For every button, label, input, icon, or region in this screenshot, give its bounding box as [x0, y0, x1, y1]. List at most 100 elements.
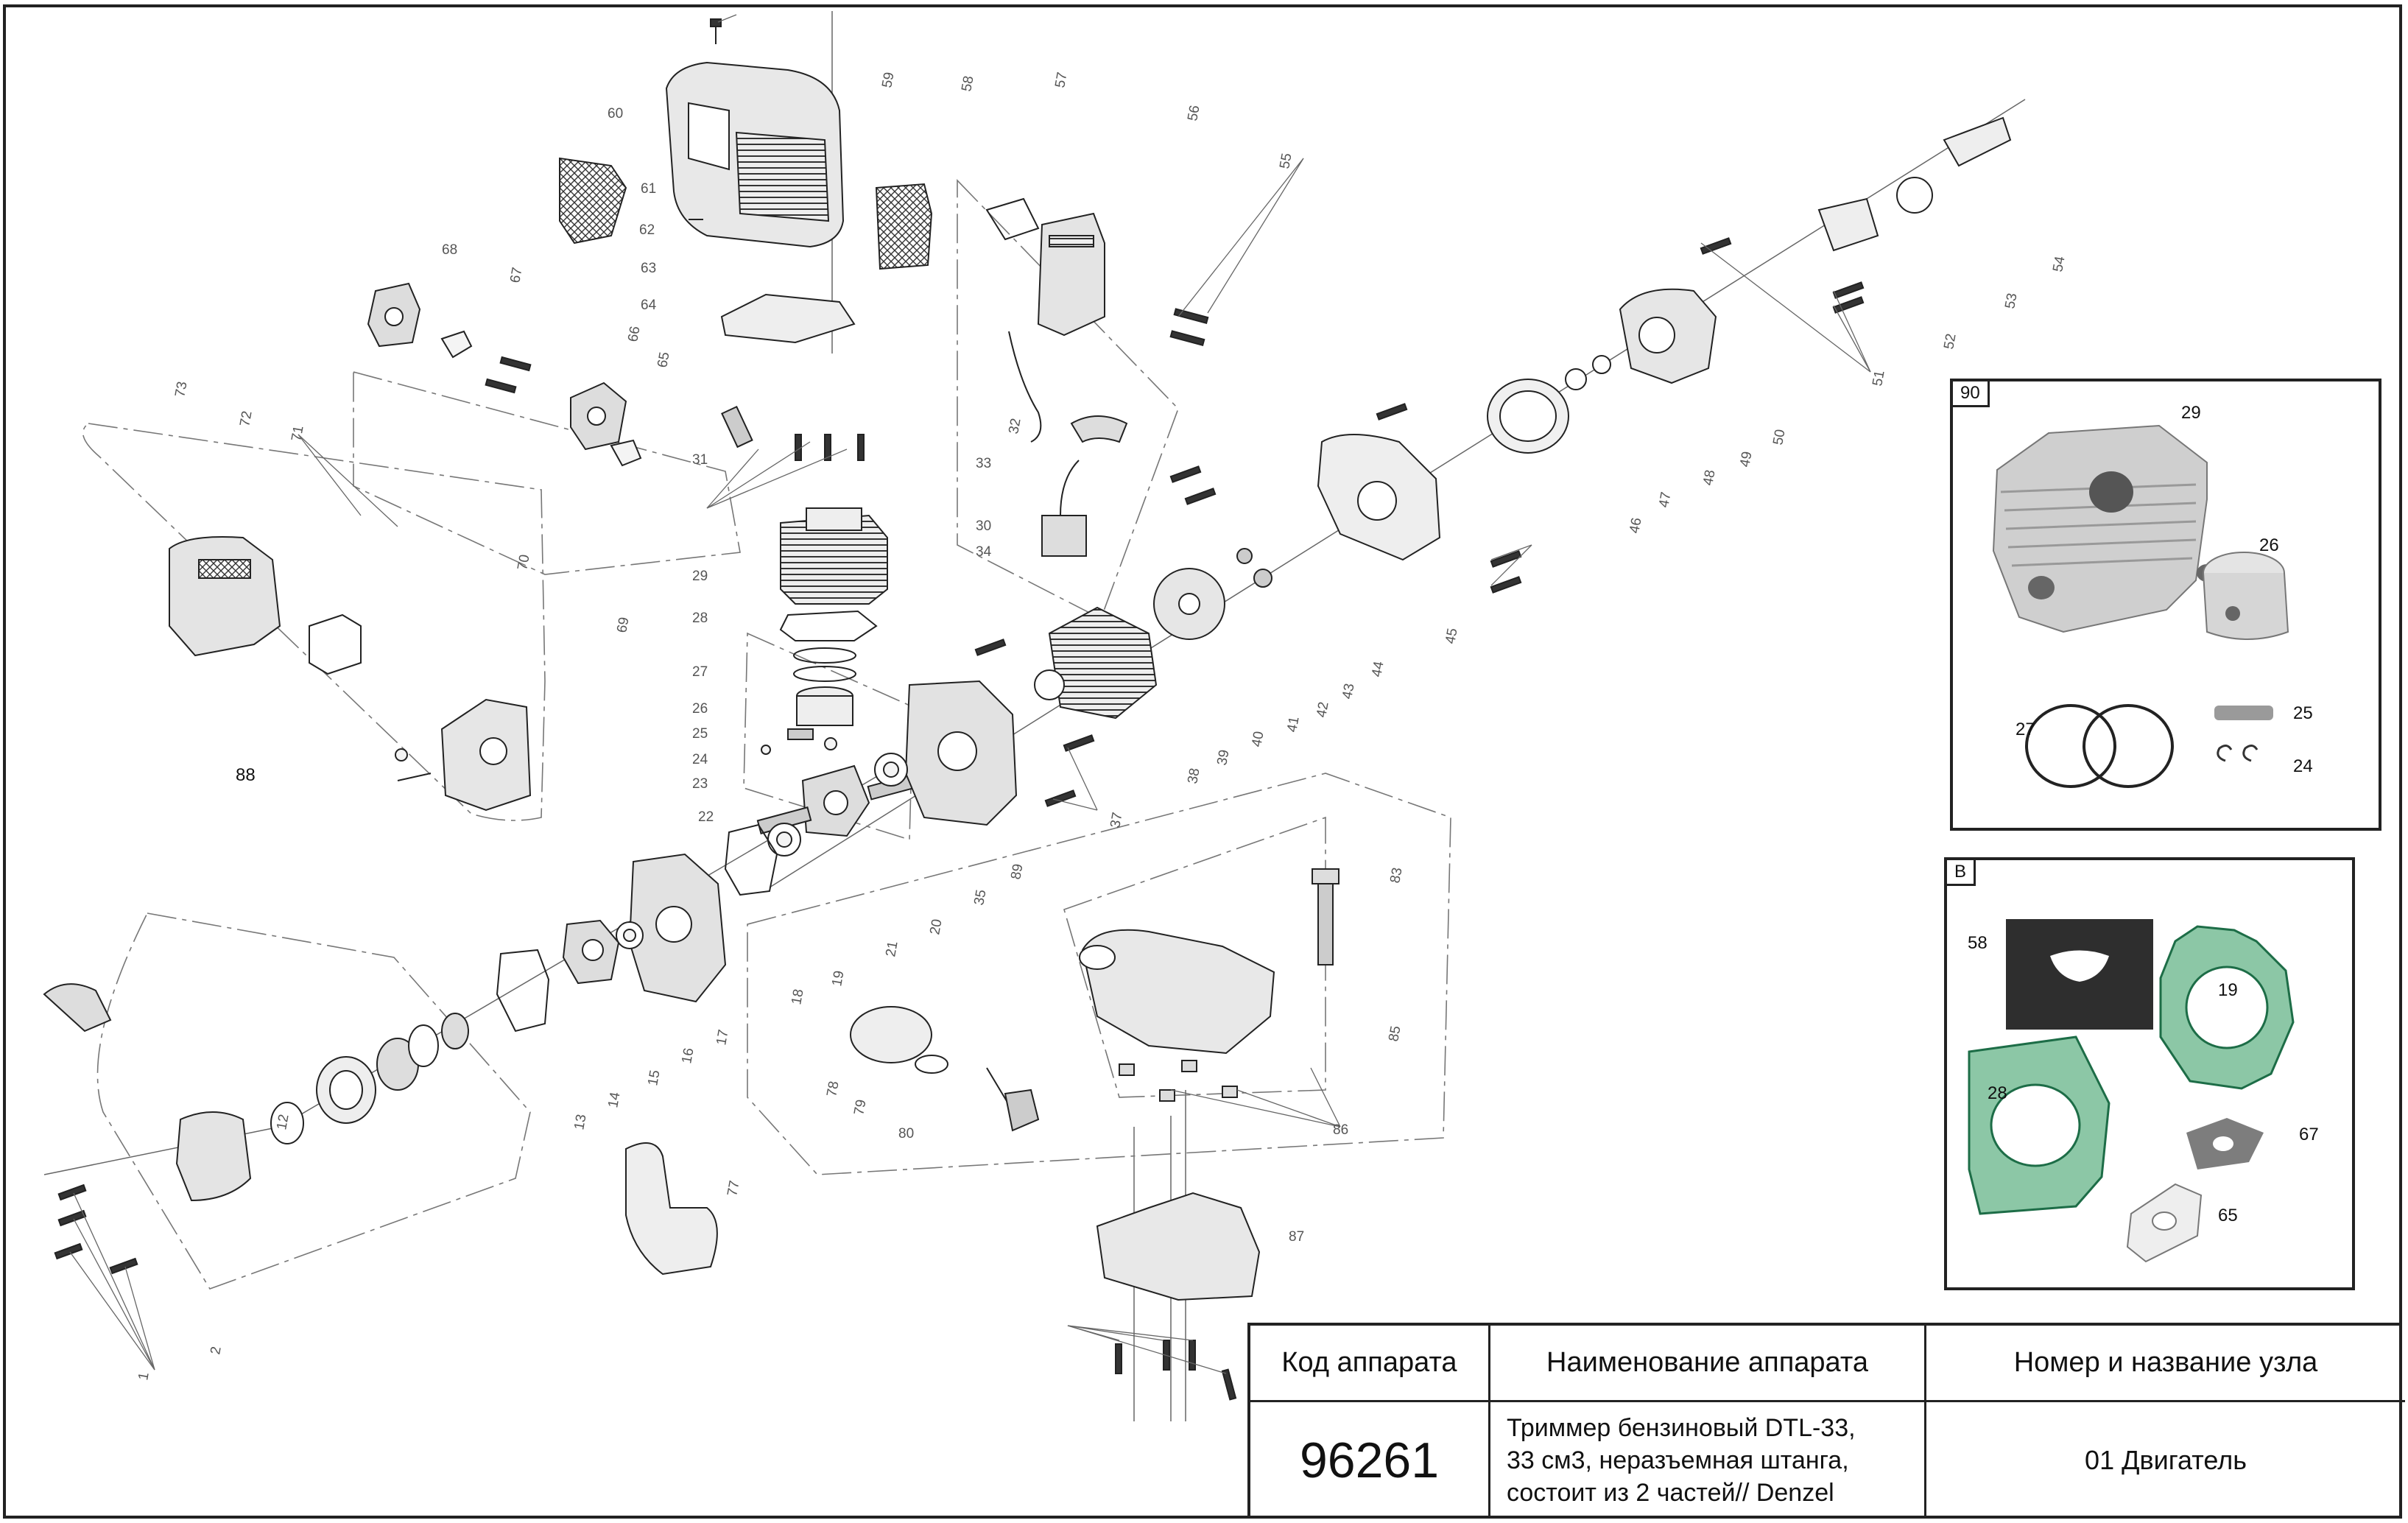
drawing-frame [3, 4, 2402, 1519]
kit-90-label: 26 [2259, 535, 2279, 555]
callout-label: 24 [692, 752, 708, 767]
callout-label: 1 [135, 1371, 152, 1382]
callout-label: 69 [614, 616, 632, 633]
callout-label: 53 [2002, 292, 2020, 309]
callout-label: 45 [1443, 627, 1460, 644]
callout-labels: 1 2 12 13 14 15 16 17 18 19 20 21 22 23 … [135, 71, 2068, 1381]
kit-90-image: 29 26 27 25 24 [1992, 403, 2313, 788]
callout-label: 55 [1277, 152, 1295, 169]
callout-label: 14 [605, 1091, 623, 1109]
callout-label: 63 [641, 261, 656, 276]
node-name: 01 Двигатель [2085, 1445, 2247, 1475]
callout-label: 46 [1627, 516, 1644, 534]
callout-label: 41 [1284, 715, 1302, 733]
callout-label: 49 [1737, 450, 1755, 468]
kit-b-panel: В 58 19 28 67 65 [1944, 857, 2355, 1290]
group-outlines [82, 179, 1451, 1290]
callout-label: 52 [1941, 332, 1959, 350]
callout-label: 87 [1289, 1229, 1304, 1245]
callout-label: 78 [824, 1080, 842, 1097]
callout-label: 50 [1770, 428, 1788, 446]
callout-label: 12 [274, 1113, 292, 1130]
kit-b-image: 58 19 28 67 65 [1968, 919, 2319, 1263]
callout-label: 31 [692, 452, 708, 468]
callout-label: 29 [692, 569, 708, 584]
callout-label: 86 [1333, 1122, 1348, 1138]
callout-label: 16 [679, 1047, 697, 1064]
callout-label: 83 [1387, 866, 1405, 884]
col-header-node: Номер и название узла [1926, 1326, 2405, 1402]
col-header-name: Наименование аппарата [1490, 1326, 1926, 1402]
callout-label: 65 [655, 351, 672, 368]
callout-label: 72 [237, 409, 255, 427]
kit-b-tag: В [1947, 860, 1976, 886]
kit-b-label: 28 [1988, 1083, 2007, 1103]
callout-label: 37 [1108, 811, 1125, 829]
callout-label: 89 [1008, 862, 1026, 880]
kit-90-label: 29 [2181, 403, 2201, 423]
callout-label: 30 [976, 518, 991, 534]
kit-b-label: 58 [1968, 933, 1988, 953]
callout-label: 60 [608, 106, 623, 122]
callout-label: 77 [725, 1179, 742, 1197]
callout-label: 80 [898, 1126, 914, 1142]
kit-90-panel: 90 29 26 27 25 24 [1950, 379, 2381, 831]
axis-lines [43, 11, 2026, 1421]
callout-label: 68 [442, 242, 457, 258]
callout-label: 26 [692, 701, 708, 717]
callout-label: 64 [641, 298, 657, 313]
parts-group [43, 18, 2012, 1401]
callout-label: 79 [851, 1098, 869, 1116]
callout-label: 13 [571, 1113, 589, 1130]
callout-label: 20 [927, 918, 945, 935]
callout-label: 22 [698, 809, 714, 825]
leader-lines [69, 14, 1871, 1374]
callout-label: 42 [1314, 700, 1331, 718]
title-block: Код аппарата Наименование аппарата Номер… [1247, 1323, 2405, 1519]
callout-label: 59 [879, 71, 897, 88]
callout-label: 66 [625, 325, 643, 342]
device-name: Триммер бензиновый DTL-33, 33 см3, нераз… [1490, 1402, 1926, 1519]
kit-b-label: 19 [2218, 980, 2238, 1000]
callout-label: 2 [208, 1346, 225, 1356]
callout-label: 88 [236, 765, 256, 785]
kit-90-label: 25 [2293, 703, 2313, 723]
callout-label: 62 [639, 222, 655, 238]
callout-label: 23 [692, 776, 708, 792]
callout-label: 27 [692, 664, 708, 680]
callout-label: 15 [645, 1069, 663, 1086]
callout-label: 43 [1339, 682, 1357, 700]
callout-label: 70 [515, 553, 532, 571]
callout-label: 73 [172, 380, 190, 398]
kit-90-label: 24 [2293, 756, 2313, 776]
callout-label: 18 [789, 988, 806, 1005]
callout-label: 32 [1006, 417, 1024, 435]
callout-label: 35 [971, 888, 989, 906]
callout-label: 51 [1870, 369, 1887, 387]
col-header-code: Код аппарата [1250, 1326, 1490, 1402]
kit-b-label: 67 [2299, 1125, 2319, 1144]
callout-label: 57 [1052, 71, 1070, 88]
callout-label: 21 [883, 940, 901, 957]
kit-b-label: 65 [2218, 1206, 2238, 1225]
callout-label: 58 [959, 74, 976, 92]
callout-label: 39 [1214, 748, 1232, 766]
callout-label: 56 [1185, 104, 1203, 122]
callout-label: 71 [289, 424, 306, 442]
callout-label: 54 [2050, 255, 2068, 273]
callout-label: 61 [641, 181, 656, 197]
callout-label: 28 [692, 611, 708, 626]
kit-90-tag: 90 [1953, 381, 1990, 407]
callout-label: 85 [1386, 1024, 1404, 1042]
callout-label: 25 [692, 726, 708, 742]
callout-label: 38 [1185, 767, 1203, 784]
callout-label: 47 [1656, 490, 1674, 508]
callout-label: 19 [829, 969, 847, 987]
callout-label: 33 [976, 456, 991, 471]
device-code: 96261 [1250, 1402, 1490, 1519]
callout-label: 67 [507, 266, 525, 284]
callout-label: 34 [976, 544, 992, 560]
kit-90-label: 27 [2016, 720, 2035, 739]
